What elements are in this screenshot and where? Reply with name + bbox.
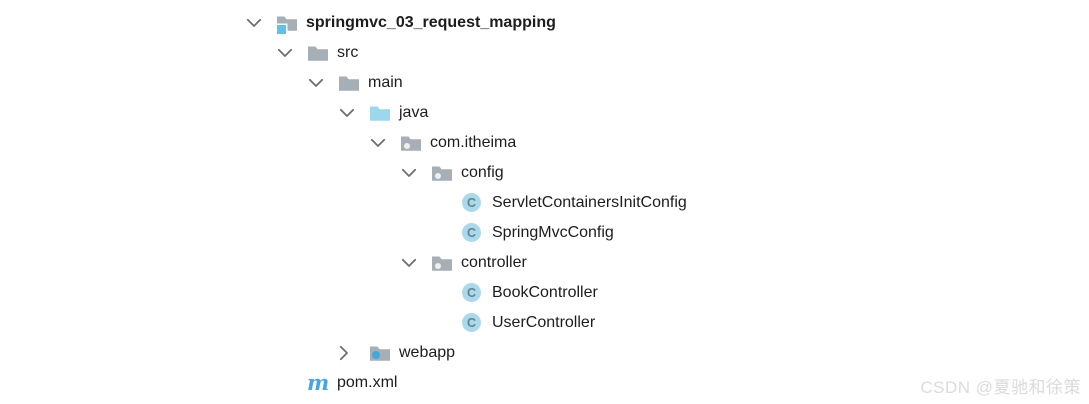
tree-item-webapp[interactable]: webapp bbox=[245, 338, 687, 368]
tree-item-src[interactable]: src bbox=[245, 38, 687, 68]
tree-item-config[interactable]: config bbox=[245, 158, 687, 188]
tree-item-com-itheima[interactable]: com.itheima bbox=[245, 128, 687, 158]
tree-item-label: com.itheima bbox=[430, 134, 517, 151]
package-folder-icon bbox=[400, 134, 422, 152]
chevron-down-icon[interactable] bbox=[400, 168, 431, 178]
web-folder-icon bbox=[369, 344, 391, 362]
tree-item-springmvc-03-request-mapping[interactable]: springmvc_03_request_mapping bbox=[245, 8, 687, 38]
tree-item-java[interactable]: java bbox=[245, 98, 687, 128]
source-root-folder-icon bbox=[369, 104, 391, 122]
tree-item-label: webapp bbox=[399, 344, 456, 361]
folder-icon bbox=[307, 44, 329, 62]
chevron-down-icon[interactable] bbox=[369, 138, 400, 148]
tree-item-label: springmvc_03_request_mapping bbox=[306, 14, 556, 31]
chevron-down-icon[interactable] bbox=[307, 78, 338, 88]
tree-item-label: main bbox=[368, 74, 403, 91]
chevron-down-icon[interactable] bbox=[245, 18, 276, 28]
class-icon: C bbox=[462, 313, 484, 332]
chevron-down-icon[interactable] bbox=[338, 108, 369, 118]
tree-item-springmvcconfig[interactable]: C SpringMvcConfig bbox=[245, 218, 687, 248]
tree-item-main[interactable]: main bbox=[245, 68, 687, 98]
chevron-down-icon[interactable] bbox=[400, 258, 431, 268]
tree-item-label: ServletContainersInitConfig bbox=[492, 194, 687, 211]
tree-item-bookcontroller[interactable]: C BookController bbox=[245, 278, 687, 308]
tree-item-label: pom.xml bbox=[337, 374, 398, 391]
package-folder-icon bbox=[431, 164, 453, 182]
class-icon: C bbox=[462, 193, 484, 212]
class-icon: C bbox=[462, 283, 484, 302]
tree-item-usercontroller[interactable]: C UserController bbox=[245, 308, 687, 338]
tree-item-label: SpringMvcConfig bbox=[492, 224, 614, 241]
watermark: CSDN @夏驰和徐策 bbox=[920, 378, 1081, 397]
chevron-down-icon[interactable] bbox=[276, 48, 307, 58]
tree-item-controller[interactable]: controller bbox=[245, 248, 687, 278]
tree-item-label: controller bbox=[461, 254, 527, 271]
class-icon: C bbox=[462, 223, 484, 242]
maven-icon: m bbox=[307, 370, 330, 395]
chevron-right-icon[interactable] bbox=[338, 345, 369, 361]
tree-item-pom-xml[interactable]: m pom.xml bbox=[245, 368, 687, 398]
tree-item-label: UserController bbox=[492, 314, 596, 331]
tree-item-label: BookController bbox=[492, 284, 598, 301]
tree-item-label: java bbox=[399, 104, 429, 121]
package-folder-icon bbox=[431, 254, 453, 272]
project-folder-icon bbox=[276, 14, 298, 34]
tree-item-label: src bbox=[337, 44, 359, 61]
folder-icon bbox=[338, 74, 360, 92]
tree-item-servletcontainersinitconfig[interactable]: C ServletContainersInitConfig bbox=[245, 188, 687, 218]
tree-item-label: config bbox=[461, 164, 504, 181]
